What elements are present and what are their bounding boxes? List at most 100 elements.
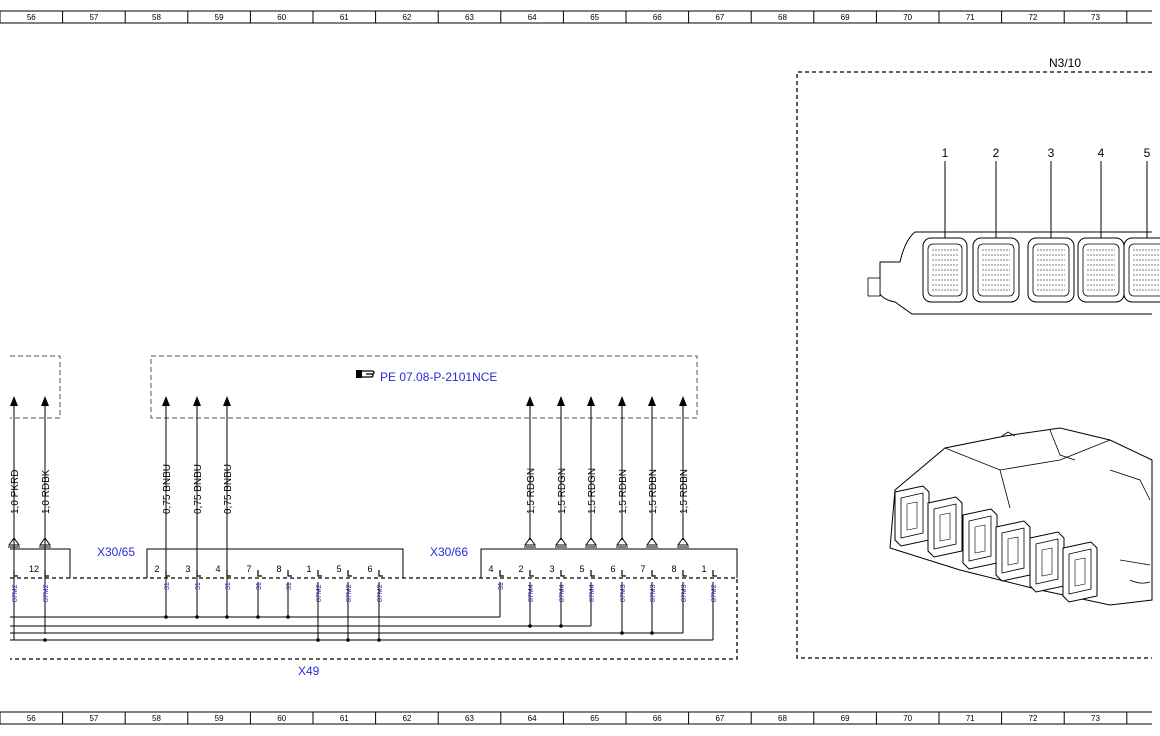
pin-number: 4 — [215, 564, 220, 574]
grid-column-label: 59 — [215, 13, 224, 22]
pin-contact — [165, 570, 170, 577]
bus-lines — [10, 615, 713, 642]
wire-code: 31 — [225, 582, 232, 590]
pin-contact — [560, 570, 565, 577]
iso-plug-socket — [1035, 538, 1059, 585]
wire-label: 1,5 RDBN — [679, 469, 690, 514]
wire-arrow — [587, 396, 595, 406]
pin-number: 7 — [640, 564, 645, 574]
reference-link[interactable]: PE 07.08-P-2101NCE — [356, 370, 497, 384]
wire-arrow — [648, 396, 656, 406]
wire-arrow — [526, 396, 534, 406]
wire-code: 87M3 — [681, 584, 688, 602]
x30-66-connector-header — [480, 548, 738, 578]
grid-column-label: 60 — [277, 13, 286, 22]
iso-plug-socket — [1068, 548, 1092, 595]
grid-column-label: 63 — [465, 13, 474, 22]
pin-number: 8 — [671, 564, 676, 574]
grid-column-label: 65 — [590, 714, 599, 723]
pin-contact — [287, 570, 292, 577]
wire-code: 87M2 — [43, 584, 50, 602]
wire-code: 31 — [286, 582, 293, 590]
wire-label: 0,75 BNBU — [193, 464, 204, 514]
pin-contact — [347, 570, 352, 577]
iso-plug-insert — [906, 501, 918, 531]
iso-plug-insert — [1041, 547, 1053, 577]
grid-column-label: 67 — [715, 714, 724, 723]
wire-code: 31 — [256, 582, 263, 590]
grid-column-label: 64 — [528, 714, 537, 723]
junction-dot — [377, 638, 381, 642]
grid-column-label: 73 — [1091, 13, 1100, 22]
junction-dot — [225, 615, 229, 619]
grid-column-label: 64 — [528, 13, 537, 22]
grid-column-label: 68 — [778, 13, 787, 22]
wire-label: 1,5 RDBN — [618, 469, 629, 514]
wire-code: 87M3 — [620, 584, 627, 602]
shield-marker — [555, 537, 567, 548]
pin-number: 2 — [154, 564, 159, 574]
grid-column-label: 61 — [340, 714, 349, 723]
grid-column-label: 66 — [653, 13, 662, 22]
wire-label: 1,5 RDGN — [587, 468, 598, 514]
junction-dot — [286, 615, 290, 619]
grid-column-label: 56 — [27, 13, 36, 22]
pin-contact — [499, 570, 504, 577]
shield-marker — [585, 537, 597, 548]
grid-column-label: 58 — [152, 714, 161, 723]
ecu-box — [796, 71, 1152, 659]
ecu-plug-number: 5 — [1144, 146, 1151, 160]
pin-contact — [621, 570, 626, 577]
left-component-box — [10, 355, 61, 419]
grid-column-label: 72 — [1028, 714, 1037, 723]
pointing-hand-icon — [356, 370, 375, 378]
shield-marker — [646, 537, 658, 548]
wire-code: 87M2 — [346, 584, 353, 602]
grid-column-label: 69 — [841, 714, 850, 723]
wire-arrow — [162, 396, 170, 406]
junction-dot — [195, 615, 199, 619]
grid-column-label: 72 — [1028, 13, 1037, 22]
wire-code: 87M2 — [377, 584, 384, 602]
pin-number: 2 — [518, 564, 523, 574]
junction-dot — [43, 638, 47, 642]
iso-plug-insert — [1074, 557, 1086, 587]
iso-plug-socket — [933, 503, 957, 550]
pin-contact — [590, 570, 595, 577]
pin-number: 5 — [336, 564, 341, 574]
pin-number: 8 — [276, 564, 281, 574]
pin-number: 5 — [579, 564, 584, 574]
wire-code: 31 — [195, 582, 202, 590]
reference-text[interactable]: PE 07.08-P-2101NCE — [380, 370, 497, 384]
wire-code: 87M3 — [650, 584, 657, 602]
grid-column-label: 61 — [340, 13, 349, 22]
wire-code: 87M4 — [559, 584, 566, 602]
grid-column-label: 62 — [402, 714, 411, 723]
junction-dot — [316, 638, 320, 642]
grid-column-label: 66 — [653, 714, 662, 723]
grid-column-label: 73 — [1091, 714, 1100, 723]
wire-arrow — [10, 396, 18, 406]
grid-column-label: 63 — [465, 714, 474, 723]
grid-column-label: 69 — [841, 13, 850, 22]
wire-arrow — [618, 396, 626, 406]
junction-dot — [256, 615, 260, 619]
x30-66-label: X30/66 — [430, 545, 468, 559]
left-connector-header — [10, 548, 71, 578]
wire-code: 87M2 — [12, 584, 19, 602]
ecu-label: N3/10 — [1049, 56, 1081, 70]
pin-number: 3 — [185, 564, 190, 574]
grid-column-label: 59 — [215, 714, 224, 723]
shield-marker — [39, 537, 51, 548]
wire-label: 1,5 RDGN — [526, 468, 537, 514]
junction-dot — [620, 631, 624, 635]
pin-number: 1 — [306, 564, 311, 574]
grid-column-label: 56 — [27, 714, 36, 723]
pin-number: 3 — [549, 564, 554, 574]
iso-plug-insert — [939, 512, 951, 542]
iso-plug-socket — [900, 492, 924, 539]
